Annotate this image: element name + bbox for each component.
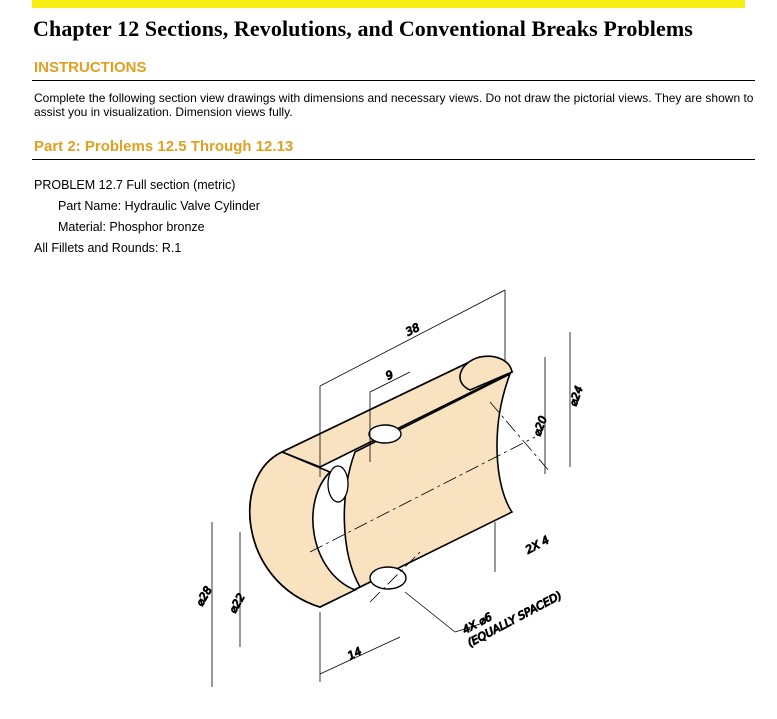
hole-side [327,465,349,503]
dim-inner-diameter-right: ⌀20 [531,414,550,438]
hole-top [368,424,402,444]
dim-outer-diameter-right: ⌀24 [567,384,586,408]
divider-line [32,159,755,160]
hole-bottom [369,566,407,590]
problem-title: PROBLEM 12.7 Full section (metric) [34,178,236,192]
part-heading: Part 2: Problems 12.5 Through 12.13 [34,138,294,155]
dim-flange-width: 14 [346,645,364,663]
instructions-heading: INSTRUCTIONS [34,59,147,76]
divider-line [32,80,755,81]
instructions-text: Complete the following section view draw… [34,91,754,119]
top-accent-bar [32,0,745,8]
dim-length-overall: 38 [404,321,422,339]
dim-groove: 2X 4 [523,533,551,556]
chapter-title: Chapter 12 Sections, Revolutions, and Co… [33,16,693,41]
section-face-left [249,451,357,608]
dim-hole-offset: 9 [384,368,396,383]
dim-inner-diameter-left: ⌀22 [226,591,248,615]
isometric-section-drawing: 38 9 ⌀24 ⌀20 ⌀28 ⌀22 14 2X 4 4X ⌀6 (EQUA… [193,289,586,687]
fillets-note: All Fillets and Rounds: R.1 [34,241,182,255]
part-name: Part Name: Hydraulic Valve Cylinder [58,199,260,213]
right-flange [459,355,513,391]
section-face-inner [343,372,514,589]
material: Material: Phosphor bronze [58,220,205,234]
